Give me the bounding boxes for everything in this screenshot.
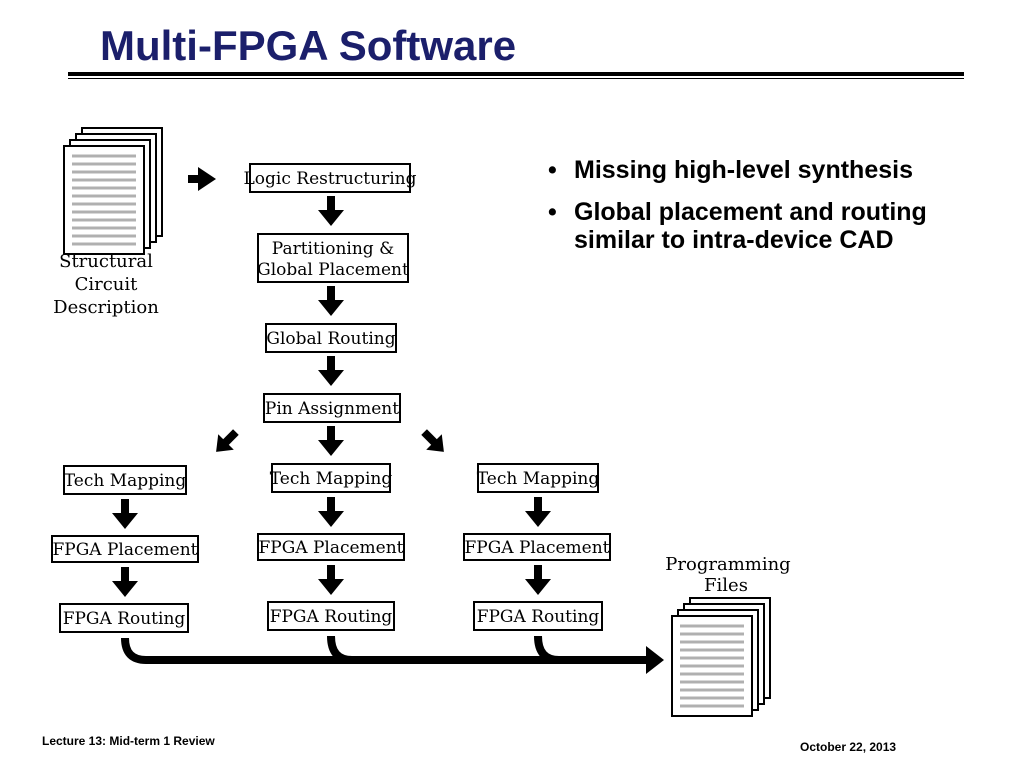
bullet-item: • Global placement and routing similar t…: [548, 198, 988, 254]
step-label: Global Placement: [257, 260, 409, 280]
step-label: FPGA Placement: [52, 540, 197, 560]
down-arrow-icon: [318, 196, 344, 226]
merge-arrow: [121, 635, 648, 664]
step-label: Partitioning &: [272, 239, 394, 259]
down-arrow-icon: [318, 497, 344, 527]
step-label: FPGA Routing: [270, 607, 393, 627]
step-box: [63, 465, 187, 495]
down-arrow-icon: [112, 499, 138, 529]
down-arrow-icon: [318, 356, 344, 386]
diagonal-arrow-right-icon: [421, 429, 444, 452]
step-label: FPGA Placement: [464, 538, 609, 558]
bullet-dot-icon: •: [548, 198, 557, 226]
label-line: Structural: [59, 251, 153, 272]
step-box: [271, 463, 391, 493]
output-document-label: Programming Files: [665, 554, 790, 596]
step-label: Tech Mapping: [477, 469, 600, 489]
bullet-dot-icon: •: [548, 156, 557, 184]
label-line: Description: [53, 297, 159, 318]
title-rule-thin: [68, 78, 964, 79]
step-box: [477, 463, 599, 493]
footer-lecture: Lecture 13: Mid-term 1 Review: [42, 734, 215, 748]
step-box: [473, 601, 603, 631]
step-label: FPGA Routing: [477, 607, 600, 627]
down-arrow-icon: [525, 565, 551, 595]
down-arrow-icon: [318, 565, 344, 595]
step-label: Pin Assignment: [265, 399, 399, 419]
branch-left: Tech Mapping FPGA Placement FPGA Routing: [51, 465, 199, 633]
branch-middle: Tech Mapping FPGA Placement FPGA Routing: [257, 463, 405, 631]
down-arrow-icon: [112, 567, 138, 597]
step-label: FPGA Placement: [258, 538, 403, 558]
step-label: Global Routing: [266, 329, 395, 349]
step-partitioning: Partitioning & Global Placement: [257, 233, 409, 283]
step-box: [51, 535, 199, 563]
bullet-item: • Missing high-level synthesis: [548, 156, 988, 184]
down-arrow-icon: [318, 426, 344, 456]
step-label: Tech Mapping: [64, 471, 187, 491]
step-box: [267, 601, 395, 631]
step-box: [463, 533, 611, 561]
down-arrow-icon: [318, 286, 344, 316]
merge-arrow-head-icon: [646, 646, 664, 674]
step-label: Tech Mapping: [270, 469, 393, 489]
step-label: FPGA Routing: [63, 609, 186, 629]
label-line: Programming: [665, 554, 790, 575]
label-line: Files: [704, 575, 748, 596]
down-arrow-icon: [525, 497, 551, 527]
step-box: [59, 603, 189, 633]
input-document-icon: [63, 127, 163, 255]
output-document-icon: [671, 597, 771, 717]
footer-date: October 22, 2013: [800, 740, 897, 754]
input-document-label: Structural Circuit Description: [53, 251, 159, 318]
bullet-text: Missing high-level synthesis: [574, 156, 913, 184]
bullet-text: Global placement and routing similar to …: [574, 198, 927, 254]
step-logic-restructuring: Logic Restructuring: [244, 163, 417, 193]
slide-title: Multi-FPGA Software: [100, 22, 517, 69]
label-line: Circuit: [75, 274, 139, 295]
bullet-list: • Missing high-level synthesis • Global …: [548, 156, 988, 268]
step-pin-assignment: Pin Assignment: [263, 393, 401, 423]
branch-right: Tech Mapping FPGA Placement FPGA Routing: [463, 463, 611, 631]
right-arrow-icon: [188, 167, 216, 191]
title-rule: [68, 72, 964, 76]
step-box: [257, 533, 405, 561]
step-global-routing: Global Routing: [265, 323, 397, 353]
diagonal-arrow-left-icon: [216, 429, 239, 452]
step-label: Logic Restructuring: [244, 169, 417, 189]
